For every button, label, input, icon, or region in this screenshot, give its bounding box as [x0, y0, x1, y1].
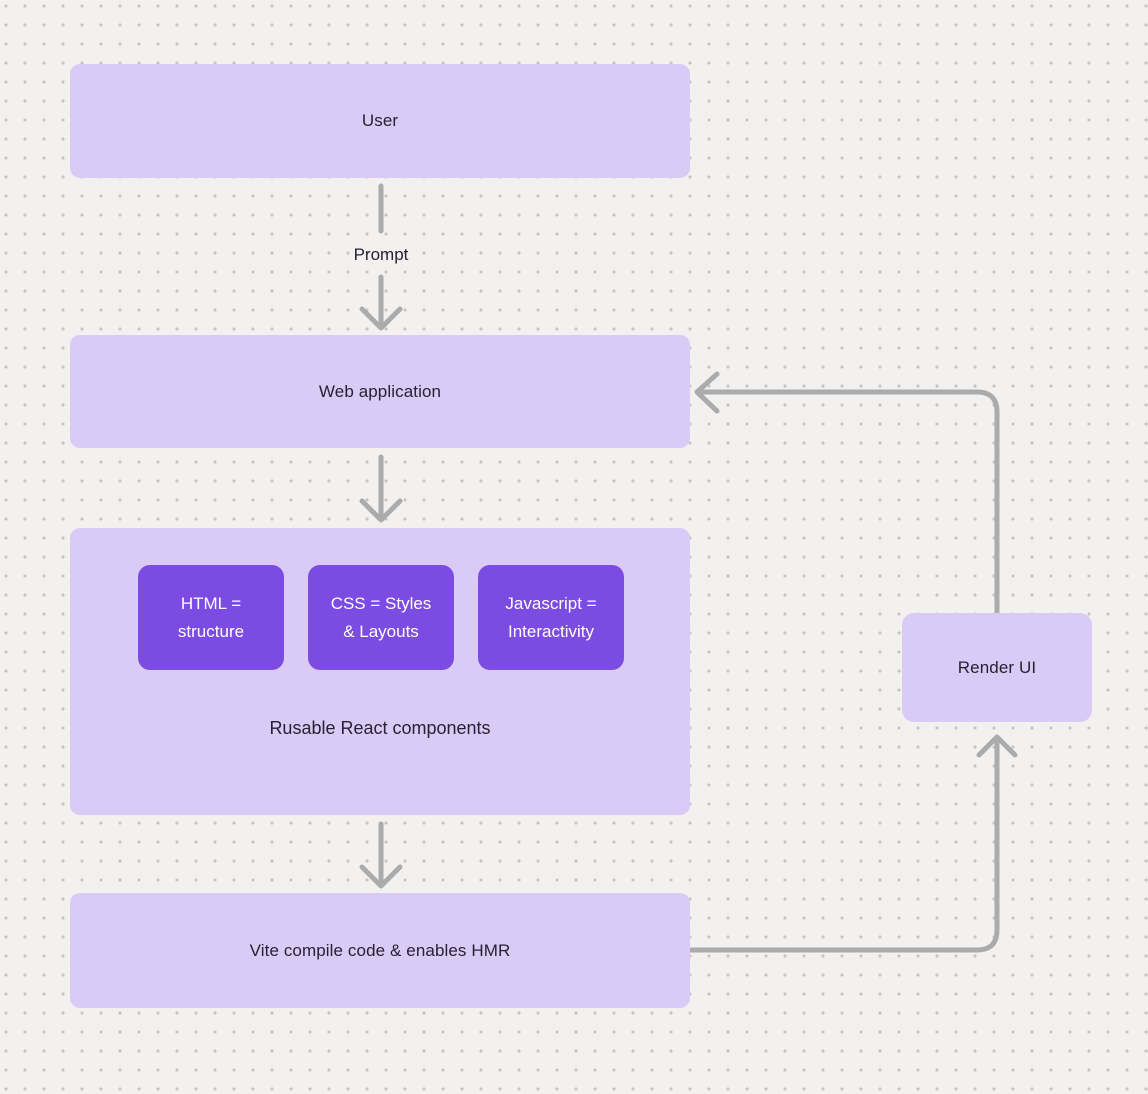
node-react-components-group[interactable]: HTML = structure CSS = Styles & Layouts …	[70, 528, 690, 815]
node-javascript[interactable]: Javascript = Interactivity	[478, 565, 624, 670]
node-user-label: User	[361, 111, 399, 130]
node-vite-label: Vite compile code & enables HMR	[249, 940, 511, 960]
arrow-left-icon	[694, 371, 720, 414]
node-web-application[interactable]: Web application	[70, 335, 690, 448]
connector-webapp-to-components[interactable]	[359, 454, 403, 523]
react-components-caption: Rusable React components	[269, 718, 491, 738]
node-user[interactable]: User	[70, 64, 690, 178]
node-web-application-label: Web application	[318, 381, 442, 401]
arrow-down-icon	[359, 498, 403, 523]
arrow-up-icon	[976, 734, 1018, 758]
node-render-ui-label: Render UI	[957, 657, 1037, 677]
node-css-label: CSS = Styles & Layouts	[330, 593, 432, 641]
node-vite[interactable]: Vite compile code & enables HMR	[70, 893, 690, 1008]
node-html-label: HTML = structure	[177, 593, 245, 641]
arrow-down-icon	[359, 306, 403, 331]
node-html[interactable]: HTML = structure	[138, 565, 284, 670]
connector-renderui-to-webapp[interactable]	[694, 371, 1000, 615]
arrow-down-icon	[359, 864, 403, 889]
connector-vite-to-renderui[interactable]	[688, 734, 1018, 953]
connector-user-to-webapp[interactable]	[359, 183, 403, 331]
node-css[interactable]: CSS = Styles & Layouts	[308, 565, 454, 670]
node-javascript-label: Javascript = Interactivity	[505, 593, 597, 641]
node-render-ui[interactable]: Render UI	[902, 613, 1092, 722]
connector-components-to-vite[interactable]	[359, 821, 403, 889]
edge-label-prompt: Prompt	[353, 245, 409, 264]
